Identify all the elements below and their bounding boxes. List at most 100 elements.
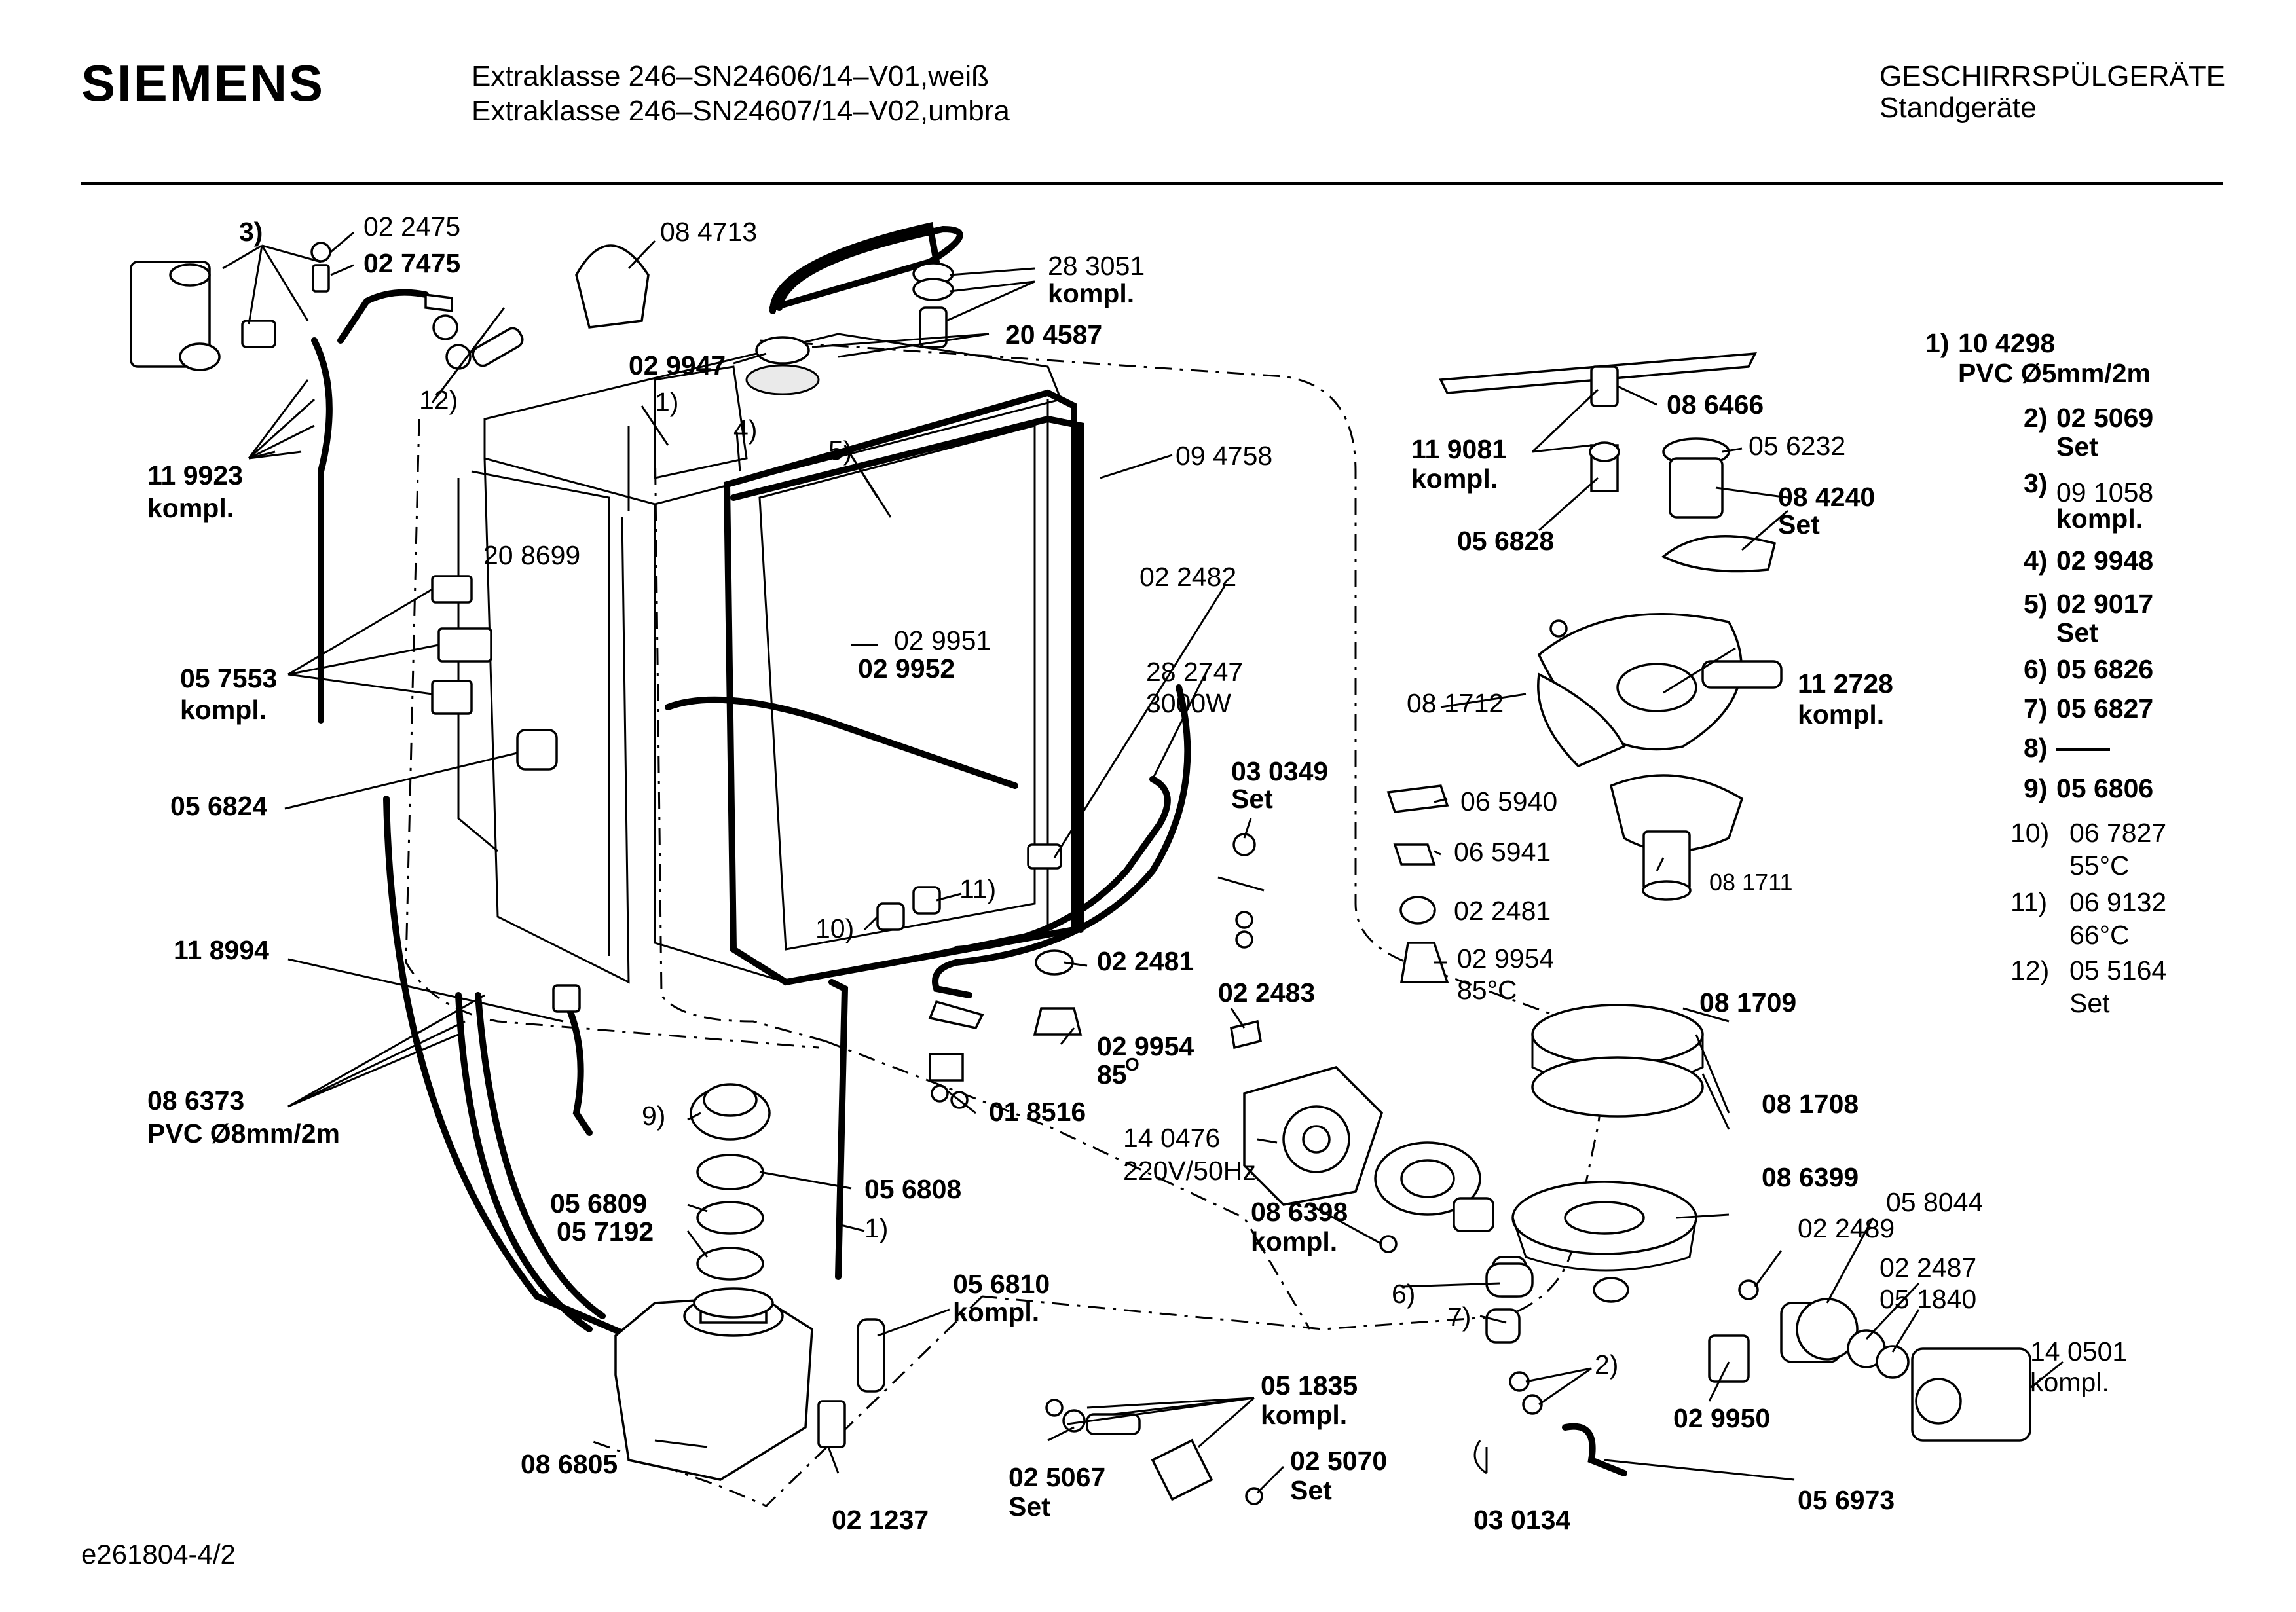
label-283051: 28 3051: [1048, 251, 1145, 281]
category-subtitle: Standgeräte: [1879, 92, 2037, 124]
legend-part: 05 6826: [2056, 654, 2153, 684]
label-056973: 05 6973: [1798, 1485, 1895, 1515]
label-118994: 11 8994: [174, 935, 269, 965]
label-051835-kompl: kompl.: [1261, 1400, 1347, 1430]
leader-lines: [222, 231, 2064, 1494]
legend-part: 05 6806: [2056, 773, 2153, 803]
label-086398: 08 6398: [1251, 1197, 1348, 1227]
label-057553: 05 7553: [180, 663, 277, 693]
legend-item: 1) 10 4298 PVC Ø5mm/2m: [1925, 328, 2151, 388]
float-switch: [516, 729, 558, 771]
label-029954-85: 85: [1097, 1059, 1127, 1090]
label-283051-kompl: kompl.: [1048, 278, 1134, 308]
door-seal: [730, 415, 1084, 933]
legend-item: 11) 06 9132 66°C: [2010, 887, 2166, 950]
legend-item: 10) 06 7827 55°C: [2010, 818, 2166, 881]
label-112728-kompl: kompl.: [1798, 699, 1884, 729]
label-140476: 14 0476: [1123, 1123, 1220, 1153]
legend-part: 05 5164: [2069, 955, 2166, 985]
label-051840: 05 1840: [1879, 1284, 1976, 1314]
legend-part: 06 7827: [2069, 818, 2166, 848]
label-084240: 08 4240: [1778, 482, 1875, 512]
label-022482: 02 2482: [1139, 562, 1236, 592]
label-022475: 02 2475: [363, 211, 460, 242]
legend-detail: Set: [2056, 431, 2098, 462]
fastener-set: [1217, 833, 1265, 1050]
rinse-aid-dispenser: [130, 242, 453, 724]
callout-3: 3): [239, 217, 263, 247]
label-056232: 05 6232: [1749, 431, 1845, 461]
legend-ref: 10): [2010, 818, 2049, 848]
callout-4: 4): [733, 414, 757, 445]
label-081709: 08 1709: [1699, 987, 1796, 1017]
label-027475: 02 7475: [363, 248, 460, 278]
legend-item: 7) 05 6827: [2024, 693, 2153, 724]
label-119923: 11 9923: [147, 460, 243, 490]
label-140476-voltage: 220V/50Hz: [1123, 1156, 1256, 1186]
drain-hose: [383, 796, 632, 1339]
callout-6: 6): [1392, 1279, 1415, 1309]
legend-part: 02 5069: [2056, 403, 2153, 433]
label-084713: 08 4713: [660, 217, 757, 247]
legend-ref: 1): [1925, 328, 1949, 358]
label-081711: 08 1711: [1709, 869, 1792, 896]
label-140501-kompl: kompl.: [2030, 1367, 2109, 1397]
legend-item: 4) 02 9948: [2024, 545, 2153, 576]
legend-ref: 9): [2024, 773, 2047, 803]
label-065941: 06 5941: [1454, 837, 1551, 867]
drain-pump-assembly: [1708, 1279, 2031, 1442]
door-switch-kit: [431, 575, 492, 715]
label-086399: 08 6399: [1762, 1162, 1859, 1192]
label-086805: 08 6805: [521, 1449, 618, 1479]
label-282747: 28 2747: [1146, 657, 1243, 687]
legend-ref: 11): [2010, 887, 2047, 917]
label-086398-kompl: kompl.: [1251, 1226, 1337, 1256]
micro-filter: [1537, 613, 1783, 768]
label-204587: 20 4587: [1005, 320, 1102, 350]
callout-12: 12): [419, 385, 458, 415]
callout-1a: 1): [655, 387, 678, 417]
legend-part: ——: [2056, 733, 2110, 763]
heating-element: [665, 684, 1191, 998]
label-029954-degree: O: [1125, 1054, 1139, 1074]
legend-part: 02 9948: [2056, 545, 2153, 576]
label-057192: 05 7192: [557, 1217, 654, 1247]
legend-detail: Set: [2069, 988, 2110, 1018]
legend-item: 5) 02 9017 Set: [2024, 589, 2153, 648]
legend-detail: Set: [2056, 617, 2098, 648]
label-056828: 05 6828: [1457, 526, 1554, 556]
label-084240-set: Set: [1778, 509, 1820, 540]
label-021237: 02 1237: [832, 1505, 929, 1535]
label-029954a: 02 9954: [1097, 1031, 1194, 1061]
label-065940: 06 5940: [1460, 786, 1557, 816]
legend-item: 12) 05 5164 Set: [2010, 955, 2166, 1018]
legend-part: 02 9017: [2056, 589, 2153, 619]
label-119081-kompl: kompl.: [1411, 464, 1498, 494]
callout-1b: 1): [864, 1213, 888, 1243]
circulation-pump: [1243, 1066, 1384, 1206]
label-029950: 02 9950: [1673, 1403, 1770, 1433]
check-valve-set: [1045, 1399, 1263, 1505]
label-056824: 05 6824: [170, 791, 267, 821]
callout-10: 10): [815, 913, 854, 943]
callout-11: 11): [959, 874, 996, 904]
label-056809: 05 6809: [550, 1188, 647, 1218]
label-112728: 11 2728: [1798, 669, 1893, 699]
category-title: GESCHIRRSPÜLGERÄTE: [1879, 60, 2226, 92]
filter-rings: [1531, 1004, 1704, 1118]
filter-cap: [690, 1083, 771, 1141]
label-094758: 09 4758: [1176, 441, 1272, 471]
label-030349-set: Set: [1231, 784, 1273, 814]
label-208699: 20 8699: [483, 540, 580, 570]
header-divider: [81, 182, 2223, 185]
label-025070: 02 5070: [1290, 1446, 1387, 1476]
part-labels: 3) 02 2475 02 7475 08 4713 28 3051 kompl…: [147, 211, 2127, 1535]
label-119081: 11 9081: [1411, 434, 1507, 464]
label-086373: 08 6373: [147, 1086, 244, 1116]
sump-basin: [1511, 1181, 1697, 1272]
label-051835: 05 1835: [1261, 1370, 1358, 1401]
label-022487: 02 2487: [1879, 1253, 1976, 1283]
hose-clip-set: [432, 314, 524, 370]
hose-pieces: [1485, 1262, 1629, 1303]
